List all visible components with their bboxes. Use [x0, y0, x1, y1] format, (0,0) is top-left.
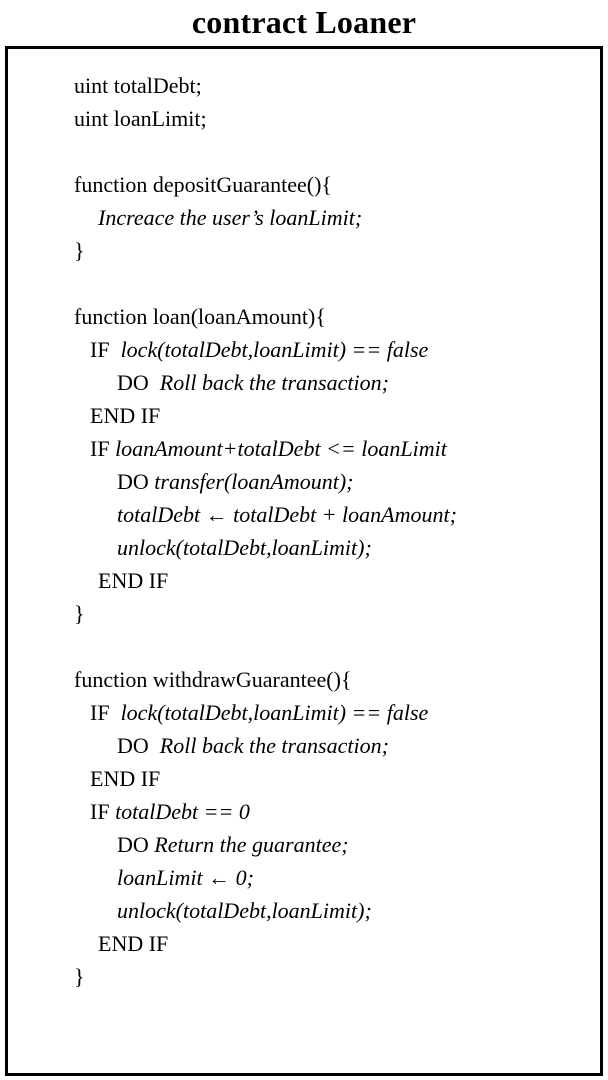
loan-function-header: function loan(loanAmount){	[74, 304, 326, 329]
do-keyword: DO	[117, 832, 149, 857]
if-keyword: IF	[90, 436, 110, 461]
withdraw-function-header: function withdrawGuarantee(){	[74, 667, 352, 692]
deposit-function-close: }	[74, 238, 85, 263]
withdraw-do-return: DO Return the guarantee;	[8, 828, 600, 861]
loan-do-transfer: DO transfer(loanAmount);	[8, 465, 600, 498]
withdraw-if-debt-zero: IF totalDebt == 0	[8, 795, 600, 828]
contract-pseudocode-box: uint totalDebt; uint loanLimit; function…	[5, 46, 603, 1076]
blank-line	[8, 630, 600, 663]
declaration-total-debt: uint totalDebt;	[74, 73, 202, 98]
declaration-loan-limit: uint loanLimit;	[74, 106, 207, 131]
withdraw-unlock: unlock(totalDebt,loanLimit);	[117, 898, 372, 923]
deposit-function-body: Increace the user’s loanLimit;	[98, 205, 363, 230]
withdraw-assign-loan-limit: loanLimit ← 0;	[117, 865, 254, 890]
do-action: Roll back the transaction;	[159, 733, 389, 758]
do-keyword: DO	[117, 469, 149, 494]
do-action: Roll back the transaction;	[159, 370, 389, 395]
withdraw-function-close: }	[74, 964, 85, 989]
withdraw-end-if-1: END IF	[90, 766, 161, 791]
loan-assign-total-debt: totalDebt ← totalDebt + loanAmount;	[117, 502, 457, 527]
if-condition: lock(totalDebt,loanLimit) == false	[120, 700, 429, 725]
if-condition: lock(totalDebt,loanLimit) == false	[120, 337, 429, 362]
contract-title: contract Loaner	[191, 4, 417, 40]
if-condition: loanAmount+totalDebt <= loanLimit	[115, 436, 447, 461]
loan-if-lock: IF lock(totalDebt,loanLimit) == false	[8, 333, 600, 366]
loan-do-rollback: DO Roll back the transaction;	[8, 366, 600, 399]
if-condition: totalDebt == 0	[115, 799, 250, 824]
do-action: Return the guarantee;	[154, 832, 349, 857]
loan-end-if-2: END IF	[98, 568, 169, 593]
blank-line	[8, 135, 600, 168]
if-keyword: IF	[90, 700, 110, 725]
deposit-function-header: function depositGuarantee(){	[74, 172, 332, 197]
do-action: transfer(loanAmount);	[154, 469, 354, 494]
blank-line	[8, 267, 600, 300]
pseudocode-block: uint totalDebt; uint loanLimit; function…	[8, 69, 600, 993]
do-keyword: DO	[117, 733, 149, 758]
withdraw-if-lock: IF lock(totalDebt,loanLimit) == false	[8, 696, 600, 729]
loan-if-limit: IF loanAmount+totalDebt <= loanLimit	[8, 432, 600, 465]
if-keyword: IF	[90, 337, 110, 362]
do-keyword: DO	[117, 370, 149, 395]
loan-unlock: unlock(totalDebt,loanLimit);	[117, 535, 372, 560]
withdraw-do-rollback: DO Roll back the transaction;	[8, 729, 600, 762]
loan-end-if-1: END IF	[90, 403, 161, 428]
if-keyword: IF	[90, 799, 110, 824]
loan-function-close: }	[74, 601, 85, 626]
withdraw-end-if-2: END IF	[98, 931, 169, 956]
